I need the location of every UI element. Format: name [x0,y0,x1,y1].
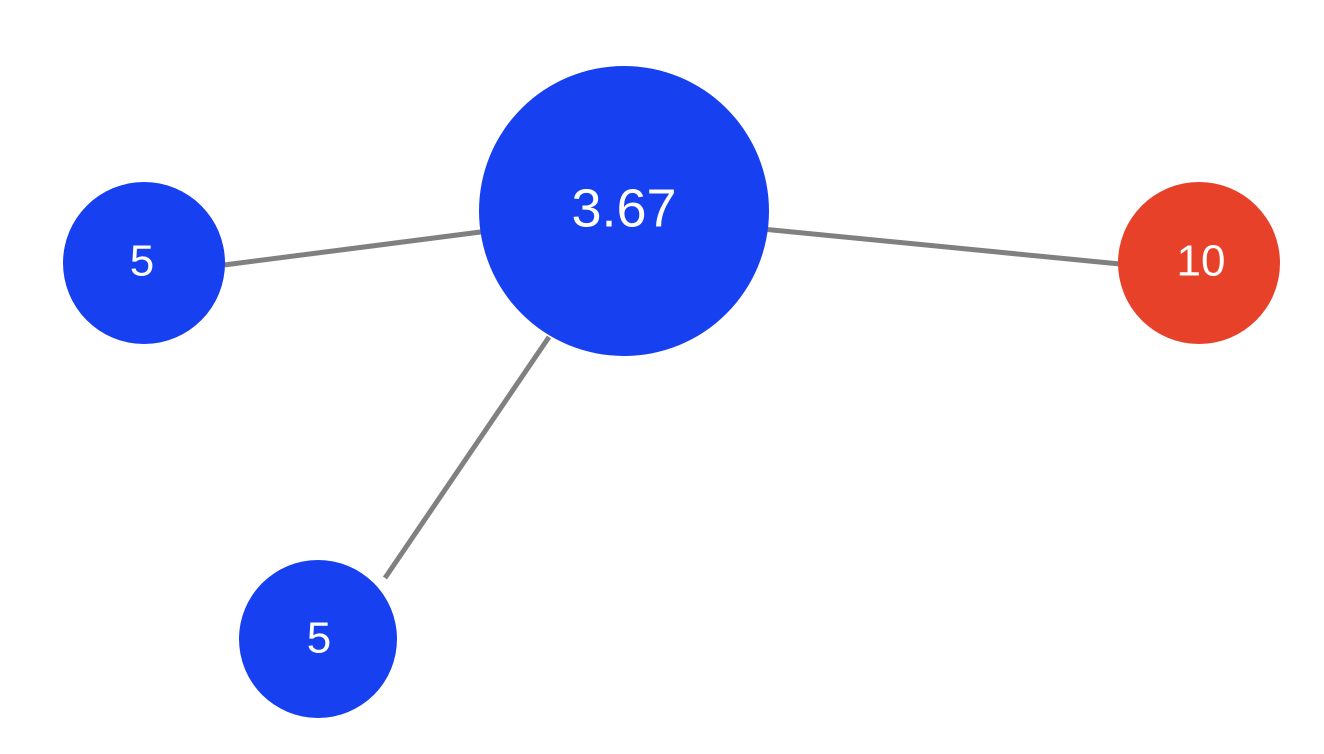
nodes-layer: 3.67 5 10 5 [63,66,1280,718]
node-circle[interactable] [1118,182,1280,344]
graph-node[interactable]: 10 [1118,182,1280,344]
node-circle[interactable] [479,66,769,356]
edges-layer [223,226,1121,580]
node-circle[interactable] [63,182,225,344]
graph-node[interactable]: 5 [239,560,397,718]
graph-edge[interactable] [223,227,497,268]
graph-edge[interactable] [761,226,1121,267]
graph-node[interactable]: 3.67 [479,66,769,356]
graph-node[interactable]: 5 [63,182,225,344]
graph-edge[interactable] [382,335,552,580]
node-circle[interactable] [239,560,397,718]
